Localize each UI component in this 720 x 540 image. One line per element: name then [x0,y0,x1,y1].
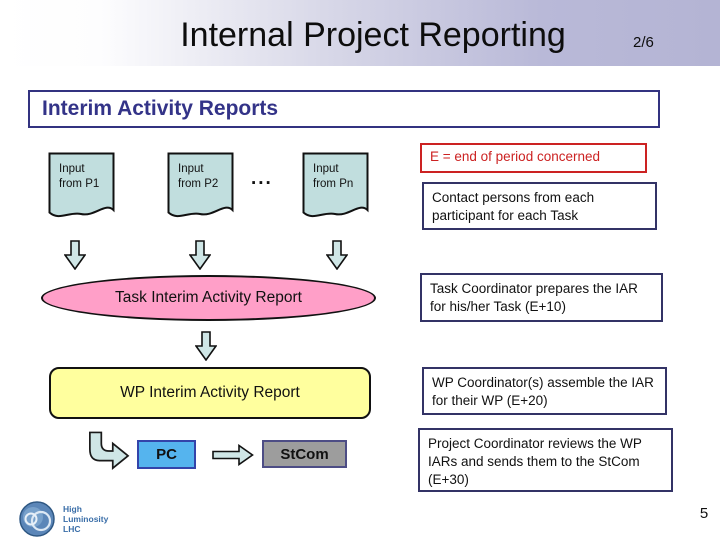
input-document-pn: Input from Pn [302,152,369,226]
wp-iar-label: WP Interim Activity Report [120,384,300,401]
section-heading: Interim Activity Reports [42,97,279,120]
slide-title: Internal Project Reporting [180,16,566,54]
note-project-coordinator: Project Coordinator reviews the WP IARs … [418,428,673,492]
stcom-label: StCom [280,445,329,463]
hl-lhc-logo: High Luminosity LHC [18,500,128,538]
page-number: 5 [699,505,709,522]
note-contact-persons: Contact persons from each participant fo… [422,182,657,230]
right-arrow-icon [212,444,254,466]
legend-note: E = end of period concerned [420,143,647,173]
document-shape-icon [48,152,115,218]
input-label-line1: Input [59,163,85,175]
logo-line1: High [63,504,82,514]
section-heading-box: Interim Activity Reports [28,90,660,128]
input-label-line2: from P1 [59,177,100,190]
input-label-line1: Input [313,163,339,175]
logo-line3: LHC [63,524,81,535]
stcom-node: StCom [262,440,347,468]
input-label-line2: from Pn [313,177,354,190]
document-shape-icon [167,152,234,218]
hl-lhc-logo-text: High Luminosity LHC [63,504,108,535]
down-arrow-icon [195,331,217,361]
input-label-line2: from P2 [178,177,219,190]
input-document-label: Input from P1 [59,162,99,192]
document-shape-icon [302,152,369,218]
note-wp-coordinator: WP Coordinator(s) assemble the IAR for t… [422,367,667,415]
wp-iar-node: WP Interim Activity Report [49,367,371,419]
input-document-p2: Input from P2 [167,152,234,226]
note-task-coordinator: Task Coordinator prepares the IAR for hi… [420,273,663,322]
input-document-label: Input from Pn [313,162,353,192]
hl-lhc-logo-icon [19,501,55,537]
task-iar-node: Task Interim Activity Report [41,275,376,321]
header-band [0,0,720,66]
down-arrow-icon [189,240,211,270]
down-arrow-icon [64,240,86,270]
pc-label: PC [156,446,177,463]
logo-line2: Luminosity [63,514,109,525]
input-document-p1: Input from P1 [48,152,115,226]
task-iar-label: Task Interim Activity Report [115,289,302,306]
input-document-label: Input from P2 [178,162,218,192]
input-label-line1: Input [178,163,204,175]
page-indicator: 2/6 [633,34,654,51]
down-arrow-icon [326,240,348,270]
pc-node: PC [137,440,196,469]
ellipsis: ... [251,168,273,189]
elbow-arrow-icon [89,431,130,471]
